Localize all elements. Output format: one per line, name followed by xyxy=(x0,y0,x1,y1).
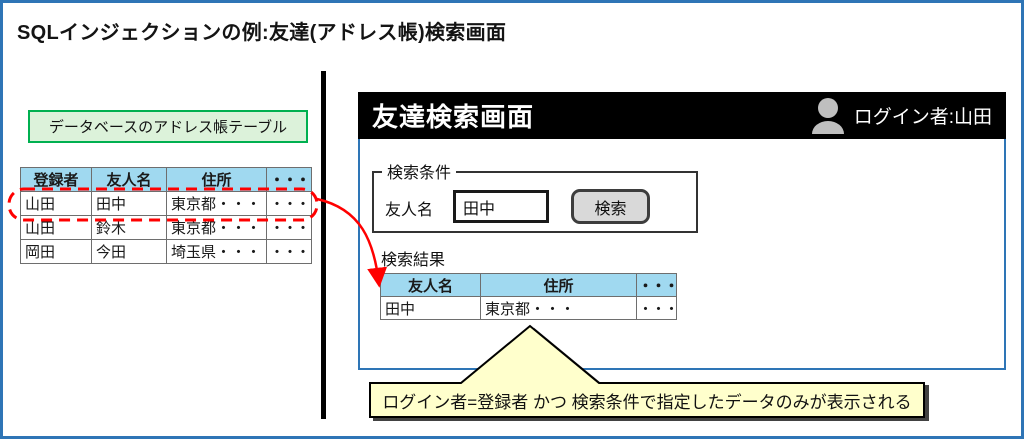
table-row: 岡田 今田 埼玉県・・・ ・・・ xyxy=(20,239,312,264)
cell-ellipsis: ・・・ xyxy=(266,239,312,264)
cell-address: 東京都・・・ xyxy=(166,215,267,240)
search-button[interactable]: 検索 xyxy=(571,189,650,224)
cell-friend: 鈴木 xyxy=(91,215,167,240)
results-header-row: 友人名 住所 ・・・ xyxy=(380,273,677,297)
column-header: 友人名 xyxy=(380,273,481,297)
column-header-ellipsis: ・・・ xyxy=(636,273,677,297)
address-book-header-row: 登録者 友人名 住所 ・・・ xyxy=(20,167,312,192)
section-divider xyxy=(321,71,326,419)
table-row: 田中 東京都・・・ ・・・ xyxy=(380,296,677,320)
cell-registrant: 岡田 xyxy=(20,239,92,264)
column-header: 住所 xyxy=(480,273,637,297)
app-title: 友達検索画面 xyxy=(372,102,535,132)
column-header-ellipsis: ・・・ xyxy=(266,167,312,192)
cell-address: 東京都・・・ xyxy=(480,296,637,320)
search-results-table: 友人名 住所 ・・・ 田中 東京都・・・ ・・・ xyxy=(380,273,677,320)
cell-friend: 田中 xyxy=(380,296,481,320)
address-book-table: 登録者 友人名 住所 ・・・ 山田 田中 東京都・・・ ・・・ 山田 鈴木 東京… xyxy=(20,167,312,264)
cell-ellipsis: ・・・ xyxy=(266,215,312,240)
table-row: 山田 田中 東京都・・・ ・・・ xyxy=(20,191,312,216)
cell-registrant: 山田 xyxy=(20,215,92,240)
friend-name-label: 友人名 xyxy=(385,202,434,219)
cell-friend: 田中 xyxy=(91,191,167,216)
database-table-label: データベースのアドレス帳テーブル xyxy=(28,110,308,143)
login-status: ログイン者:山田 xyxy=(811,97,992,134)
cell-ellipsis: ・・・ xyxy=(266,191,312,216)
table-row: 山田 鈴木 東京都・・・ ・・・ xyxy=(20,215,312,240)
search-conditions-legend: 検索条件 xyxy=(382,159,457,183)
cell-ellipsis: ・・・ xyxy=(636,296,677,320)
cell-friend: 今田 xyxy=(91,239,167,264)
callout-text: ログイン者=登録者 かつ 検索条件で指定したデータのみが表示される xyxy=(382,392,912,412)
column-header: 友人名 xyxy=(91,167,167,192)
column-header: 住所 xyxy=(166,167,267,192)
search-results-label: 検索結果 xyxy=(381,252,446,269)
friend-name-input[interactable] xyxy=(453,190,549,223)
cell-registrant: 山田 xyxy=(20,191,92,216)
cell-address: 東京都・・・ xyxy=(166,191,267,216)
diagram-title: SQLインジェクションの例:友達(アドレス帳)検索画面 xyxy=(17,22,507,44)
column-header: 登録者 xyxy=(20,167,92,192)
app-title-bar: 友達検索画面 ログイン者:山田 xyxy=(358,92,1006,139)
user-icon xyxy=(811,98,844,134)
login-label: ログイン者:山田 xyxy=(853,107,992,128)
cell-address: 埼玉県・・・ xyxy=(166,239,267,264)
